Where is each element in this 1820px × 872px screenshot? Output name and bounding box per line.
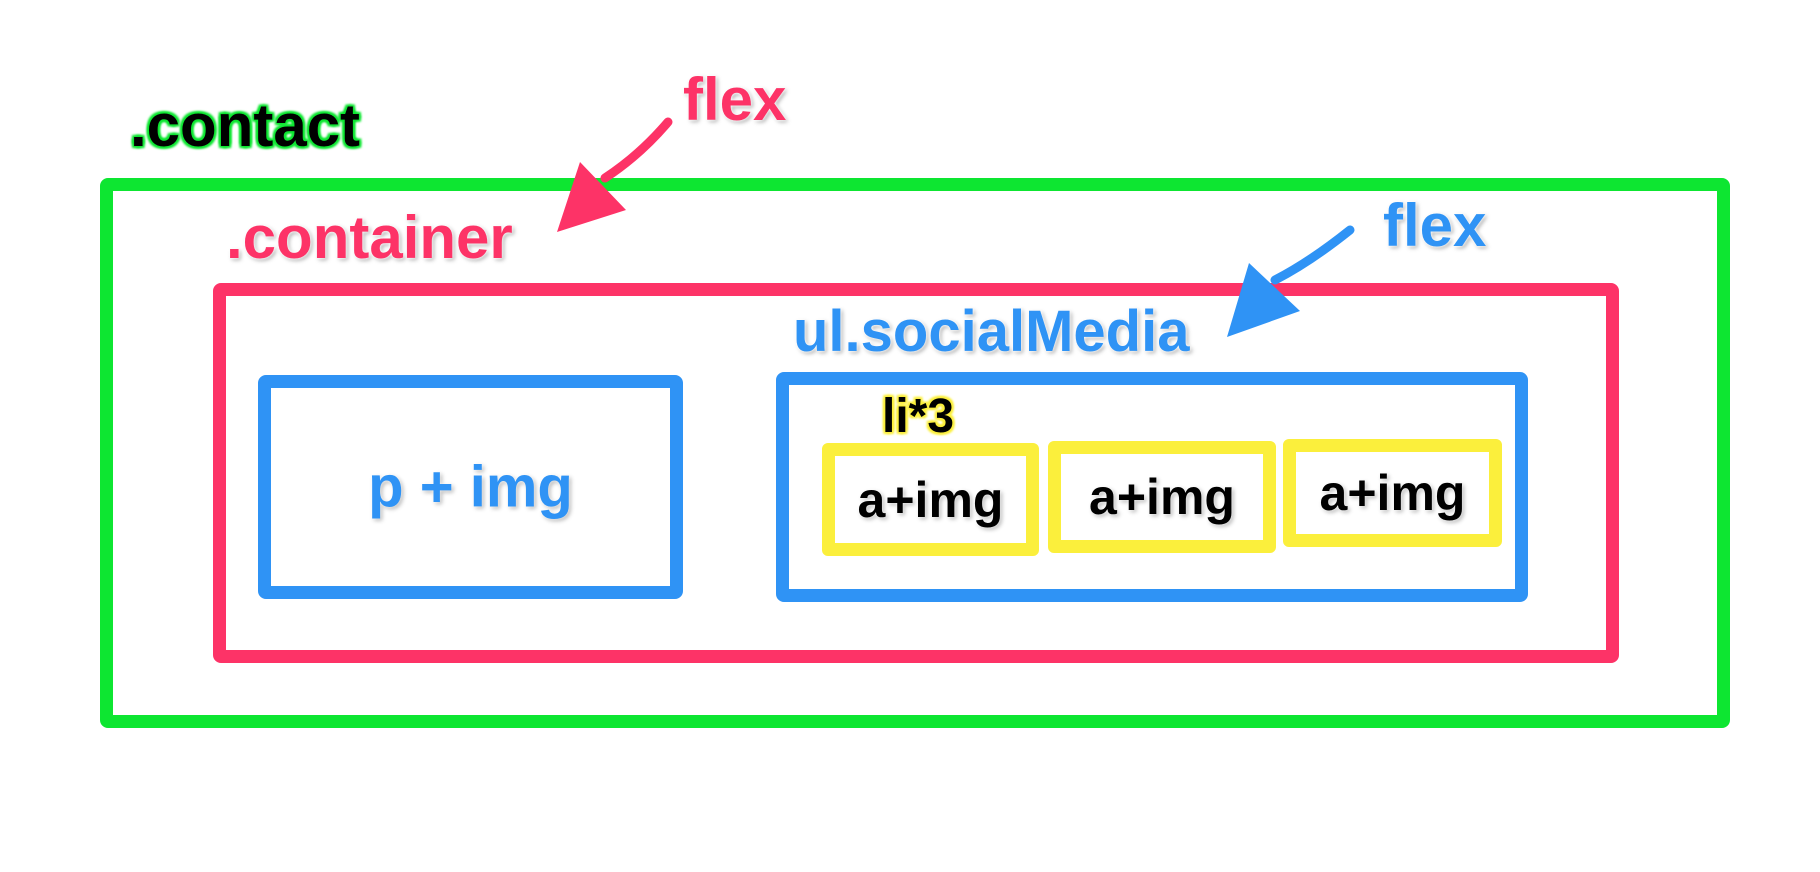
p-img-box: p + img [258,375,683,599]
social-media-label: ul.socialMedia [793,299,1190,364]
li-item-3-label: a+img [1319,465,1466,521]
li-item-2: a+img [1048,441,1276,553]
social-media-list-box [776,372,1528,602]
contact-box [100,178,1730,728]
li-item-2-label: a+img [1089,469,1235,525]
li-count-label: li*3 [882,390,955,443]
pink-arrow-icon [557,117,673,232]
li-item-1: a+img [822,443,1039,556]
blue-arrow-icon [1227,225,1355,337]
container-label: .container [226,204,513,271]
p-img-label: p + img [368,454,573,520]
flex-label-container: flex [683,66,787,133]
li-item-1-label: a+img [857,471,1004,528]
contact-label: .contact [130,92,361,159]
li-item-3: a+img [1283,439,1502,547]
flex-label-ul: flex [1383,192,1487,259]
